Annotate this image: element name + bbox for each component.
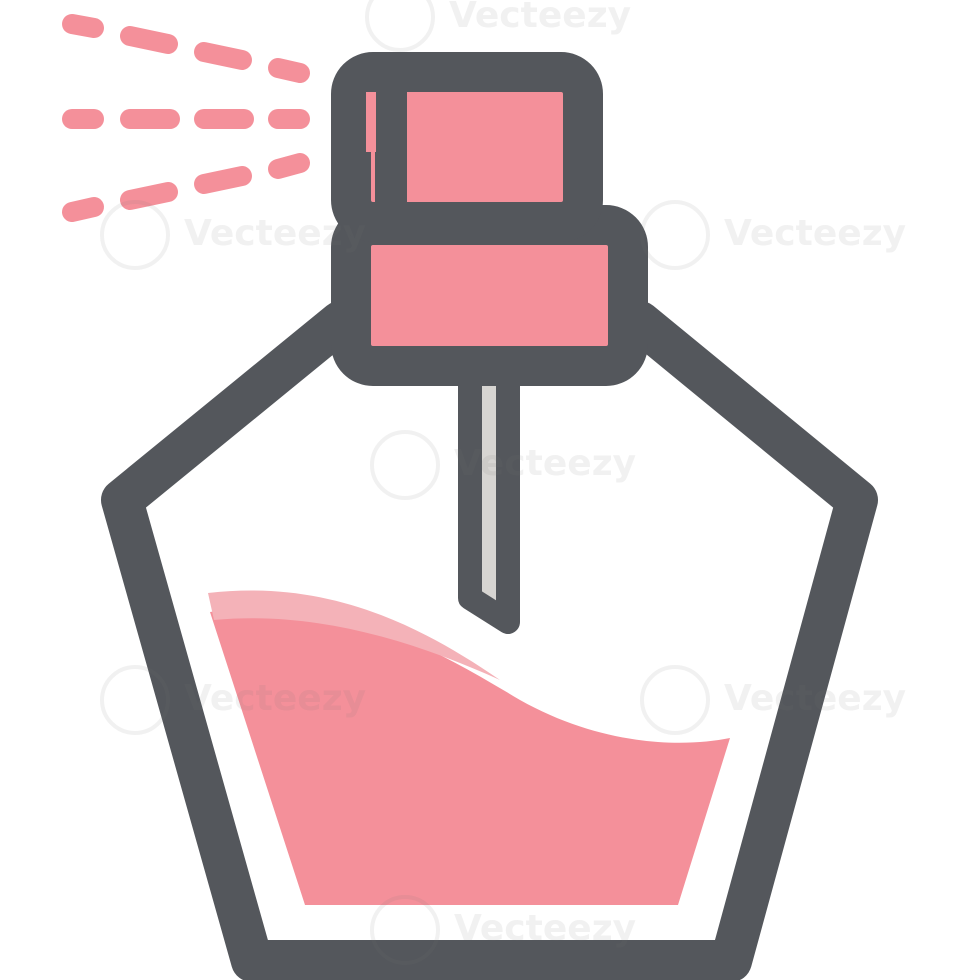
mist-dash — [194, 42, 252, 70]
liquid-highlight — [208, 590, 500, 680]
spray-nozzle — [366, 92, 376, 152]
spray-cap — [331, 52, 603, 242]
liquid-fill — [210, 607, 730, 905]
mist-dash — [268, 153, 310, 179]
mist-dash — [62, 197, 104, 222]
mist-dash — [120, 182, 178, 210]
dip-tube — [458, 382, 520, 634]
bottle-collar — [331, 205, 648, 386]
mist-dash — [120, 26, 178, 54]
mist-dash — [268, 58, 310, 83]
mist-dash — [62, 14, 104, 38]
mist-dash — [194, 166, 252, 194]
spray-mist — [62, 14, 310, 222]
perfume-liquid — [208, 590, 730, 905]
